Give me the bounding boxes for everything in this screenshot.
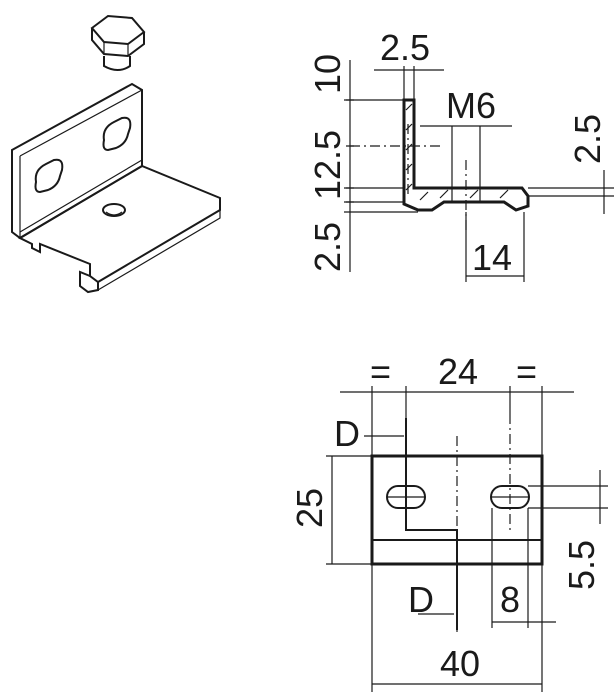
angle-bracket-icon	[11, 82, 221, 294]
dim-mid-height: 12.5	[307, 130, 348, 200]
dim-lower-height: 2.5	[307, 222, 348, 272]
dim-equal-right: =	[516, 351, 537, 392]
section-label-d-top: D	[334, 413, 360, 454]
dim-equal-left: =	[370, 351, 391, 392]
slot-right	[490, 485, 530, 509]
dim-thread: M6	[446, 85, 496, 126]
dim-slot-width: 8	[500, 579, 520, 620]
dim-upper-height: 10	[307, 54, 348, 94]
bracket-profile	[402, 98, 530, 212]
front-view: = 24 = D D 25 5.5 8 40	[289, 351, 608, 692]
dim-right-thickness: 2.5	[567, 114, 608, 164]
dim-height: 25	[289, 488, 330, 528]
section-view: 2.5 M6 10 12.5 2.5 2.5 14	[307, 27, 614, 282]
hex-bolt-icon	[90, 14, 146, 71]
dim-top-thickness: 2.5	[380, 27, 430, 68]
dim-slot-height: 5.5	[561, 540, 602, 590]
dim-slot-spacing: 24	[438, 351, 478, 392]
section-label-d-bottom: D	[408, 579, 434, 620]
isometric-view	[11, 14, 221, 294]
slot-left	[386, 485, 426, 509]
dim-hole-offset: 14	[472, 237, 512, 278]
dim-width: 40	[440, 643, 480, 684]
